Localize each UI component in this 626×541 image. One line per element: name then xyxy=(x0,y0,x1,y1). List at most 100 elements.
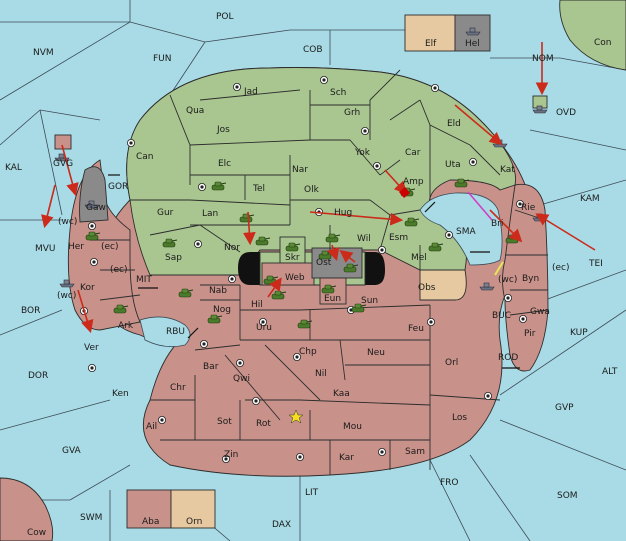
label-jos: Jos xyxy=(216,125,230,135)
label-chr: Chr xyxy=(170,383,186,393)
label-gaw: Gaw xyxy=(86,203,106,213)
label-ovd: OVD xyxy=(556,108,576,118)
label-los: Los xyxy=(452,413,467,423)
label-pol: POL xyxy=(216,12,234,22)
coast-tag-kor-ec: (ec) xyxy=(110,265,128,275)
label-fun: FUN xyxy=(153,54,172,64)
label-nab: Nab xyxy=(209,286,227,296)
label-bor: BOR xyxy=(21,306,40,316)
label-bar: Bar xyxy=(203,362,219,372)
label-can: Can xyxy=(136,152,154,162)
dislodged-marker xyxy=(399,187,410,198)
label-dax: DAX xyxy=(272,520,291,530)
region-obs[interactable] xyxy=(419,269,467,301)
label-rie: Rie xyxy=(521,203,536,213)
label-nil: Nil xyxy=(315,369,327,379)
order-arrows xyxy=(41,42,596,334)
region-gaw[interactable] xyxy=(79,166,109,223)
label-cob: COB xyxy=(303,45,323,55)
region-con[interactable] xyxy=(559,0,626,71)
label-obs: Obs xyxy=(418,283,436,293)
label-sun: Sun xyxy=(361,296,378,306)
label-kam: KAM xyxy=(580,194,600,204)
label-aba: Aba xyxy=(142,517,159,527)
label-mel: Mel xyxy=(411,253,427,263)
label-kat: Kat xyxy=(500,165,515,175)
label-swm: SWM xyxy=(80,513,102,523)
coast-tag-her-ec: (ec) xyxy=(101,242,119,252)
label-amp: Amp xyxy=(403,177,424,187)
label-ken: Ken xyxy=(112,389,129,399)
label-eun: Eun xyxy=(324,294,341,304)
label-fro: FRO xyxy=(440,478,459,488)
label-ost: Ost xyxy=(316,258,332,268)
label-gwa: Gwa xyxy=(530,307,550,317)
label-hil: Hil xyxy=(251,300,263,310)
label-yok: Yok xyxy=(354,148,371,158)
label-sam: Sam xyxy=(405,447,425,457)
label-rbu: RBU xyxy=(166,327,185,337)
label-sch: Sch xyxy=(330,88,346,98)
label-alt: ALT xyxy=(602,367,618,377)
label-gva: GVA xyxy=(62,446,82,456)
label-hug: Hug xyxy=(334,208,352,218)
coast-tag-kor-wc: (wc) xyxy=(57,291,76,301)
label-nor: Nor xyxy=(224,243,240,253)
label-zin: Zin xyxy=(224,450,238,460)
star-marker xyxy=(288,409,304,424)
region-aba[interactable] xyxy=(126,489,172,529)
region-orn[interactable] xyxy=(170,489,216,529)
label-car: Car xyxy=(405,148,421,158)
label-kup: KUP xyxy=(570,328,588,338)
label-uru: Uru xyxy=(256,323,272,333)
label-gvg: GVG xyxy=(53,159,73,169)
label-esm: Esm xyxy=(389,233,408,243)
label-buc: BUC xyxy=(492,311,511,321)
sma-sea[interactable] xyxy=(419,192,503,266)
label-tei: TEI xyxy=(588,259,603,269)
label-mou: Mou xyxy=(343,422,362,432)
label-uta: Uta xyxy=(445,160,461,170)
label-web: Web xyxy=(285,273,305,283)
label-tel: Tel xyxy=(252,184,265,194)
label-ark: Ark xyxy=(118,321,134,331)
label-elc: Elc xyxy=(218,159,231,169)
label-kor: Kor xyxy=(80,283,95,293)
label-hel: Hel xyxy=(465,39,480,49)
label-qwi: Qwi xyxy=(233,374,250,384)
label-grh: Grh xyxy=(344,108,360,118)
label-byn: Byn xyxy=(522,274,539,284)
label-lan: Lan xyxy=(202,209,218,219)
label-lit: LIT xyxy=(305,488,319,498)
label-kar: Kar xyxy=(339,453,354,463)
label-pir: Pir xyxy=(524,329,536,339)
label-kaa: Kaa xyxy=(333,389,350,399)
coast-tag-her-wc: (wc) xyxy=(58,217,77,227)
label-mvu: MVU xyxy=(35,244,56,254)
label-chp: Chp xyxy=(299,347,317,357)
label-nom: NOM xyxy=(532,54,554,64)
region-elf[interactable] xyxy=(404,14,456,52)
label-gvp: GVP xyxy=(555,403,574,413)
label-sot: Sot xyxy=(217,417,232,427)
region-labels: POL NVM FUN COB Con NOM OVD KAL GOR MVU … xyxy=(5,12,618,538)
label-skr: Skr xyxy=(285,253,300,263)
region-cow[interactable] xyxy=(0,477,54,541)
label-con: Con xyxy=(594,38,612,48)
passage-markers xyxy=(108,174,520,369)
label-nog: Nog xyxy=(213,305,231,315)
label-rod: ROD xyxy=(498,353,518,363)
label-bri: Bri xyxy=(491,219,503,229)
label-kal: KAL xyxy=(5,163,22,173)
label-elf: Elf xyxy=(425,39,437,49)
label-gur: Gur xyxy=(157,208,174,218)
support-arrow xyxy=(467,191,493,221)
label-qua: Qua xyxy=(186,106,204,116)
label-ail: Ail xyxy=(146,422,157,432)
label-som: SOM xyxy=(557,491,578,501)
coast-tag-byn-ec: (ec) xyxy=(552,263,570,273)
convoy-arrow xyxy=(494,261,504,276)
label-mit: MIT xyxy=(136,275,152,285)
